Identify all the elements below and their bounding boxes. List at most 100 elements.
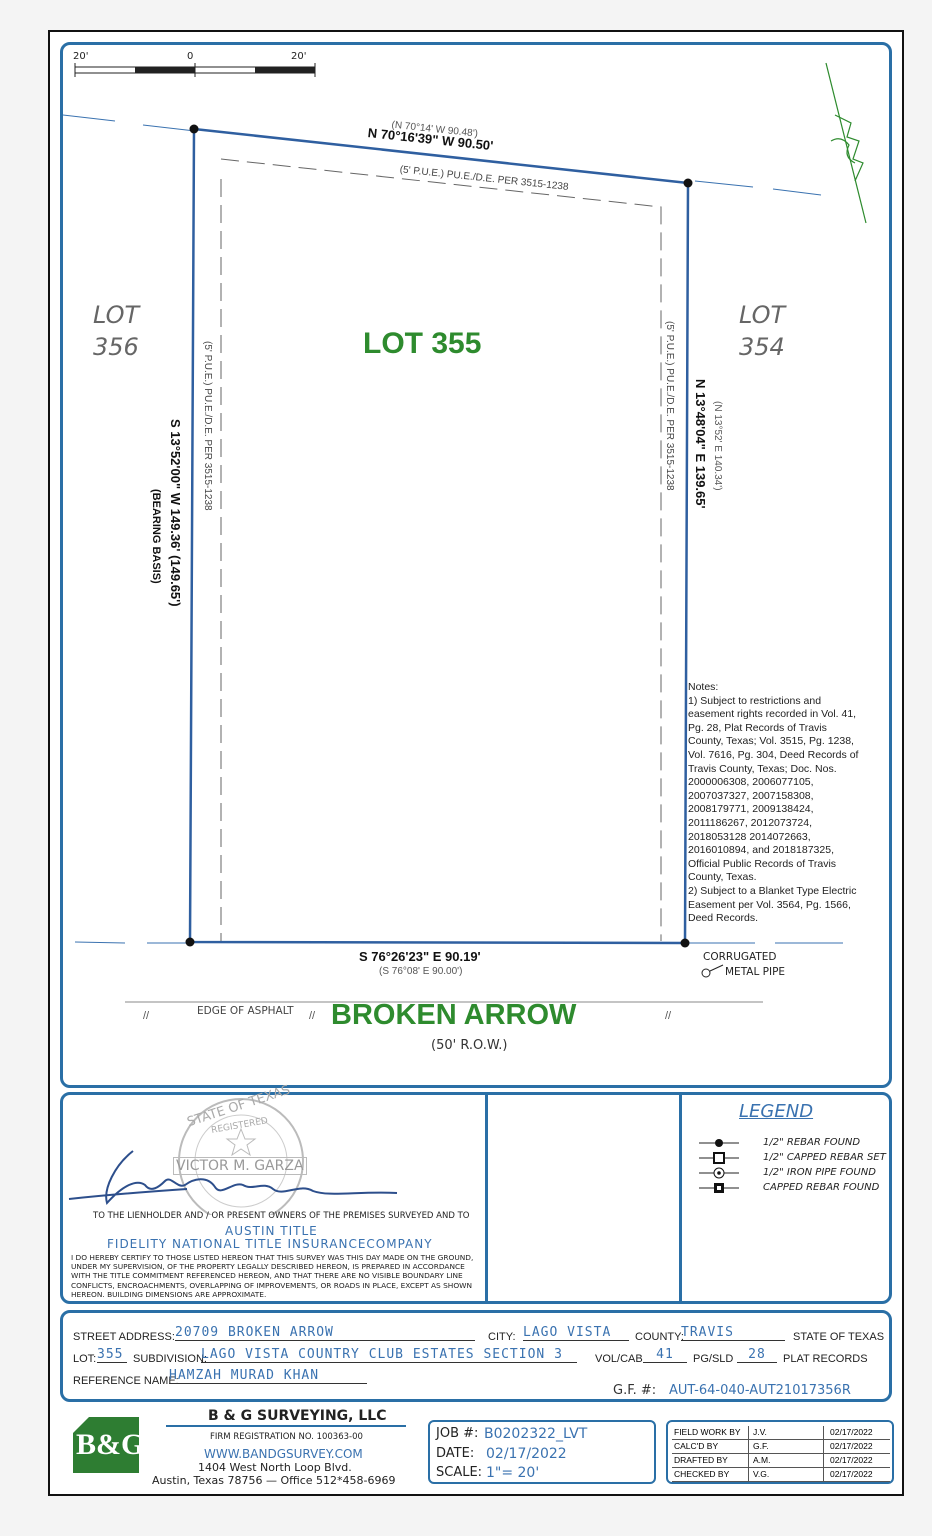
note-line: Deed Records. <box>688 912 759 925</box>
lot-356-label-b: 356 <box>93 333 139 361</box>
rebar-found-se <box>680 938 690 948</box>
volcab-label: VOL/CAB <box>595 1353 643 1365</box>
signoff-initials: J.V. <box>749 1426 824 1439</box>
logo-text: B&G <box>76 1428 145 1461</box>
note-line: 2007037327, 2007158308, <box>688 789 814 802</box>
certification-panel: STATE OF TEXAS REGISTERED VICTOR M. GARZ… <box>60 1083 892 1304</box>
note-line: 2018053128 2014072663, <box>688 830 811 843</box>
company-logo: B&G <box>70 1414 145 1476</box>
certification-statement: I DO HEREBY CERTIFY TO THOSE LISTED HERE… <box>71 1253 473 1299</box>
plat-records-label: PLAT RECORDS <box>783 1353 868 1365</box>
note-line: 2008179771, 2009138424, <box>688 803 814 816</box>
lot-354-label-b: 354 <box>739 333 785 361</box>
north-easement-label: (5' P.U.E.) PU.E./D.E. PER 3515-1238 <box>399 164 569 193</box>
plat-drawing: // // // (N 70°14' W 90.48') N 70°16'39"… <box>63 62 867 1022</box>
statement-line: I DO HEREBY CERTIFY TO THOSE LISTED HERE… <box>71 1253 474 1262</box>
note-line: 2016010894, and 2018187325, <box>688 844 834 857</box>
city-value: LAGO VISTA <box>523 1325 629 1341</box>
note-line: Official Public Records of Travis <box>688 857 837 870</box>
pipe-label-b: METAL PIPE <box>725 966 786 978</box>
east-record-bearing: (N 13°52' E 140.34') <box>712 401 723 491</box>
signoff-initials: V.G. <box>749 1468 824 1481</box>
scale-right-label: 20' <box>291 51 307 62</box>
svg-text://: // <box>143 1010 150 1022</box>
seal-name: VICTOR M. GARZA <box>173 1157 307 1175</box>
north-arrow <box>825 62 867 224</box>
statement-line: UNDER MY SUPERVISION, OF THE PROPERTY LE… <box>71 1262 465 1272</box>
note-line: 1) Subject to restrictions and <box>688 694 822 707</box>
job-value: B0202322_LVT <box>484 1426 588 1442</box>
plat-panel: // // // (N 70°14' W 90.48') N 70°16'39"… <box>60 42 892 1088</box>
lot-title: LOT 355 <box>363 327 482 360</box>
signoff-role: FIELD WORK BY <box>672 1426 749 1439</box>
note-line: County, Texas. <box>688 871 757 884</box>
lot-label: LOT: <box>73 1353 97 1365</box>
date-label: DATE: <box>436 1446 475 1461</box>
scale-label: SCALE: <box>436 1465 483 1480</box>
title-company: AUSTIN TITLE <box>225 1224 318 1238</box>
legend-title: LEGEND <box>739 1101 814 1122</box>
surveyor-signature <box>68 1150 398 1206</box>
pgsld-label: PG/SLD <box>693 1353 734 1365</box>
road-name: BROKEN ARROW <box>331 999 577 1031</box>
cert-to-line: TO THE LIENHOLDER AND / OR PRESENT OWNER… <box>93 1211 470 1221</box>
company-address-2: Austin, Texas 78756 — Office 512*458-696… <box>152 1474 396 1487</box>
legend-item-3: 1/2" IRON PIPE FOUND <box>763 1167 876 1178</box>
rebar-found-ne <box>683 178 693 188</box>
legend-item-1: 1/2" REBAR FOUND <box>763 1137 861 1148</box>
gf-label: G.F. #: <box>613 1383 657 1398</box>
company-website[interactable]: WWW.BANDGSURVEY.COM <box>204 1447 363 1461</box>
firm-registration: FIRM REGISTRATION NO. 100363-00 <box>210 1432 363 1442</box>
signoff-role: CALC'D BY <box>672 1440 749 1453</box>
pgsld-value: 28 <box>737 1347 777 1363</box>
scale-center-label: 0 <box>187 51 194 62</box>
title-insurer: FIDELITY NATIONAL TITLE INSURANCECOMPANY <box>107 1237 433 1251</box>
note-line: Notes: <box>688 681 719 693</box>
capped-rebar-set-symbol <box>713 1152 725 1164</box>
statement-line: HEREON. BUILDING DIMENSIONS ARE APPROXIM… <box>71 1289 267 1299</box>
road-row: (50' R.O.W.) <box>431 1038 508 1053</box>
job-box: JOB #: B0202322_LVT DATE: 02/17/2022 SCA… <box>428 1420 656 1484</box>
date-value: 02/17/2022 <box>486 1446 567 1462</box>
lot-value: 355 <box>97 1347 127 1363</box>
street-value: 20709 BROKEN ARROW <box>175 1325 475 1341</box>
statement-line: WITH THE TITLE COMMITMENT REFERENCED HER… <box>71 1271 463 1281</box>
city-label: CITY: <box>488 1331 516 1343</box>
note-line: 2000006308, 2006077105, <box>688 776 814 789</box>
note-line: Vol. 7616, Pg. 304, Deed Records of <box>688 748 859 761</box>
west-bearing: S 13°52'00" W 149.36' (149.65') <box>168 419 183 607</box>
signoff-role: CHECKED BY <box>672 1468 749 1481</box>
signoff-date: 02/17/2022 <box>830 1441 873 1451</box>
signoff-date: 02/17/2022 <box>830 1427 873 1437</box>
note-line: 2) Subject to a Blanket Type Electric <box>688 884 857 897</box>
volcab-value: 41 <box>643 1347 687 1363</box>
scale-bar <box>74 63 316 77</box>
rebar-found-nw <box>189 124 199 134</box>
svg-text://: // <box>309 1010 316 1022</box>
pipe-symbol <box>701 968 711 978</box>
statement-line: CONFLICTS, ENCROACHMENTS, OVERLAPPING OF… <box>71 1280 472 1290</box>
note-line: Easement per Vol. 3564, Pg. 1566, <box>688 898 851 911</box>
signoff-initials: G.F. <box>749 1440 824 1453</box>
property-info-panel: STREET ADDRESS: 20709 BROKEN ARROW CITY:… <box>60 1310 892 1402</box>
pipe-label-a: CORRUGATED <box>703 951 777 963</box>
state-label: STATE OF TEXAS <box>793 1331 885 1343</box>
company-address-1: 1404 West North Loop Blvd. <box>198 1461 352 1474</box>
signoff-initials: A.M. <box>749 1454 824 1467</box>
lot-354-label-a: LOT <box>739 301 786 329</box>
company-name: B & G SURVEYING, LLC <box>208 1408 387 1424</box>
surveyor-seal <box>178 1098 304 1215</box>
lot-boundary <box>188 127 690 945</box>
rebar-found-sw <box>185 937 195 947</box>
scale-left-label: 20' <box>73 51 89 62</box>
signoff-date: 02/17/2022 <box>830 1455 873 1465</box>
county-value: TRAVIS <box>681 1325 785 1341</box>
rebar-found-symbol <box>715 1139 723 1147</box>
reference-value: HAMZAH MURAD KHAN <box>169 1368 367 1384</box>
note-line: Travis County, Texas; Doc. Nos. <box>688 762 837 775</box>
note-line: County, Texas; Vol. 3515, Pg. 1238, <box>688 735 854 748</box>
